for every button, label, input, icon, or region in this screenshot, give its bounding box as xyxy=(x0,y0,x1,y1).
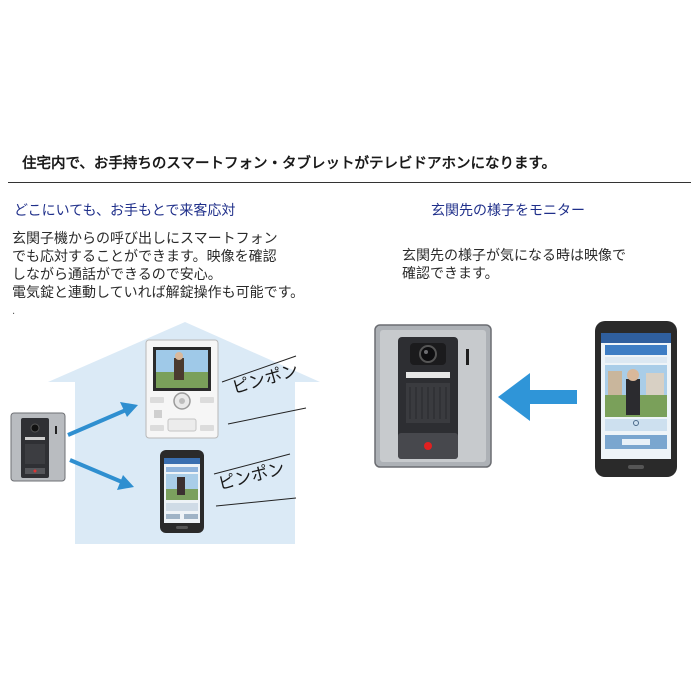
sound-line xyxy=(227,407,307,425)
page-headline: 住宅内で、お手持ちのスマートフォン・タブレットがテレビドアホンになります。 xyxy=(22,156,557,172)
arrow-icon xyxy=(67,402,138,437)
divider xyxy=(8,182,691,183)
left-description-line: 電気錠と連動していれば解錠操作も可能です。 xyxy=(12,285,305,301)
left-section-title: どこにいても、お手もとで来客応対 xyxy=(14,203,236,219)
arrow-icon xyxy=(498,373,577,421)
left-description-line: でも応対することができます。映像を確認 xyxy=(12,249,277,265)
sound-line xyxy=(221,355,297,383)
indoor-monitor-icon xyxy=(145,339,219,439)
right-description: 玄関先の様子が気になる時は映像で 確認できます。 xyxy=(402,247,626,283)
smartphone-icon xyxy=(595,321,677,477)
door-station-icon xyxy=(374,324,492,468)
smartphone-icon xyxy=(160,450,204,533)
right-description-line: 玄関先の様子が気になる時は映像で xyxy=(402,248,626,264)
sound-line xyxy=(215,497,297,507)
sound-line xyxy=(213,453,291,475)
left-description: 玄関子機からの呼び出しにスマートフォン でも応対することができます。映像を確認 … xyxy=(12,230,304,302)
note-mark: . xyxy=(12,306,16,317)
left-description-line: 玄関子機からの呼び出しにスマートフォン xyxy=(12,231,278,247)
arrow-icon xyxy=(69,458,134,490)
door-station-icon xyxy=(10,412,66,482)
right-description-line: 確認できます。 xyxy=(402,266,499,282)
left-description-line: しながら通話ができるので安心。 xyxy=(12,267,222,283)
monitor-illustration xyxy=(374,321,677,477)
right-section-title: 玄関先の様子をモニター xyxy=(431,203,585,219)
house-illustration xyxy=(10,322,320,544)
